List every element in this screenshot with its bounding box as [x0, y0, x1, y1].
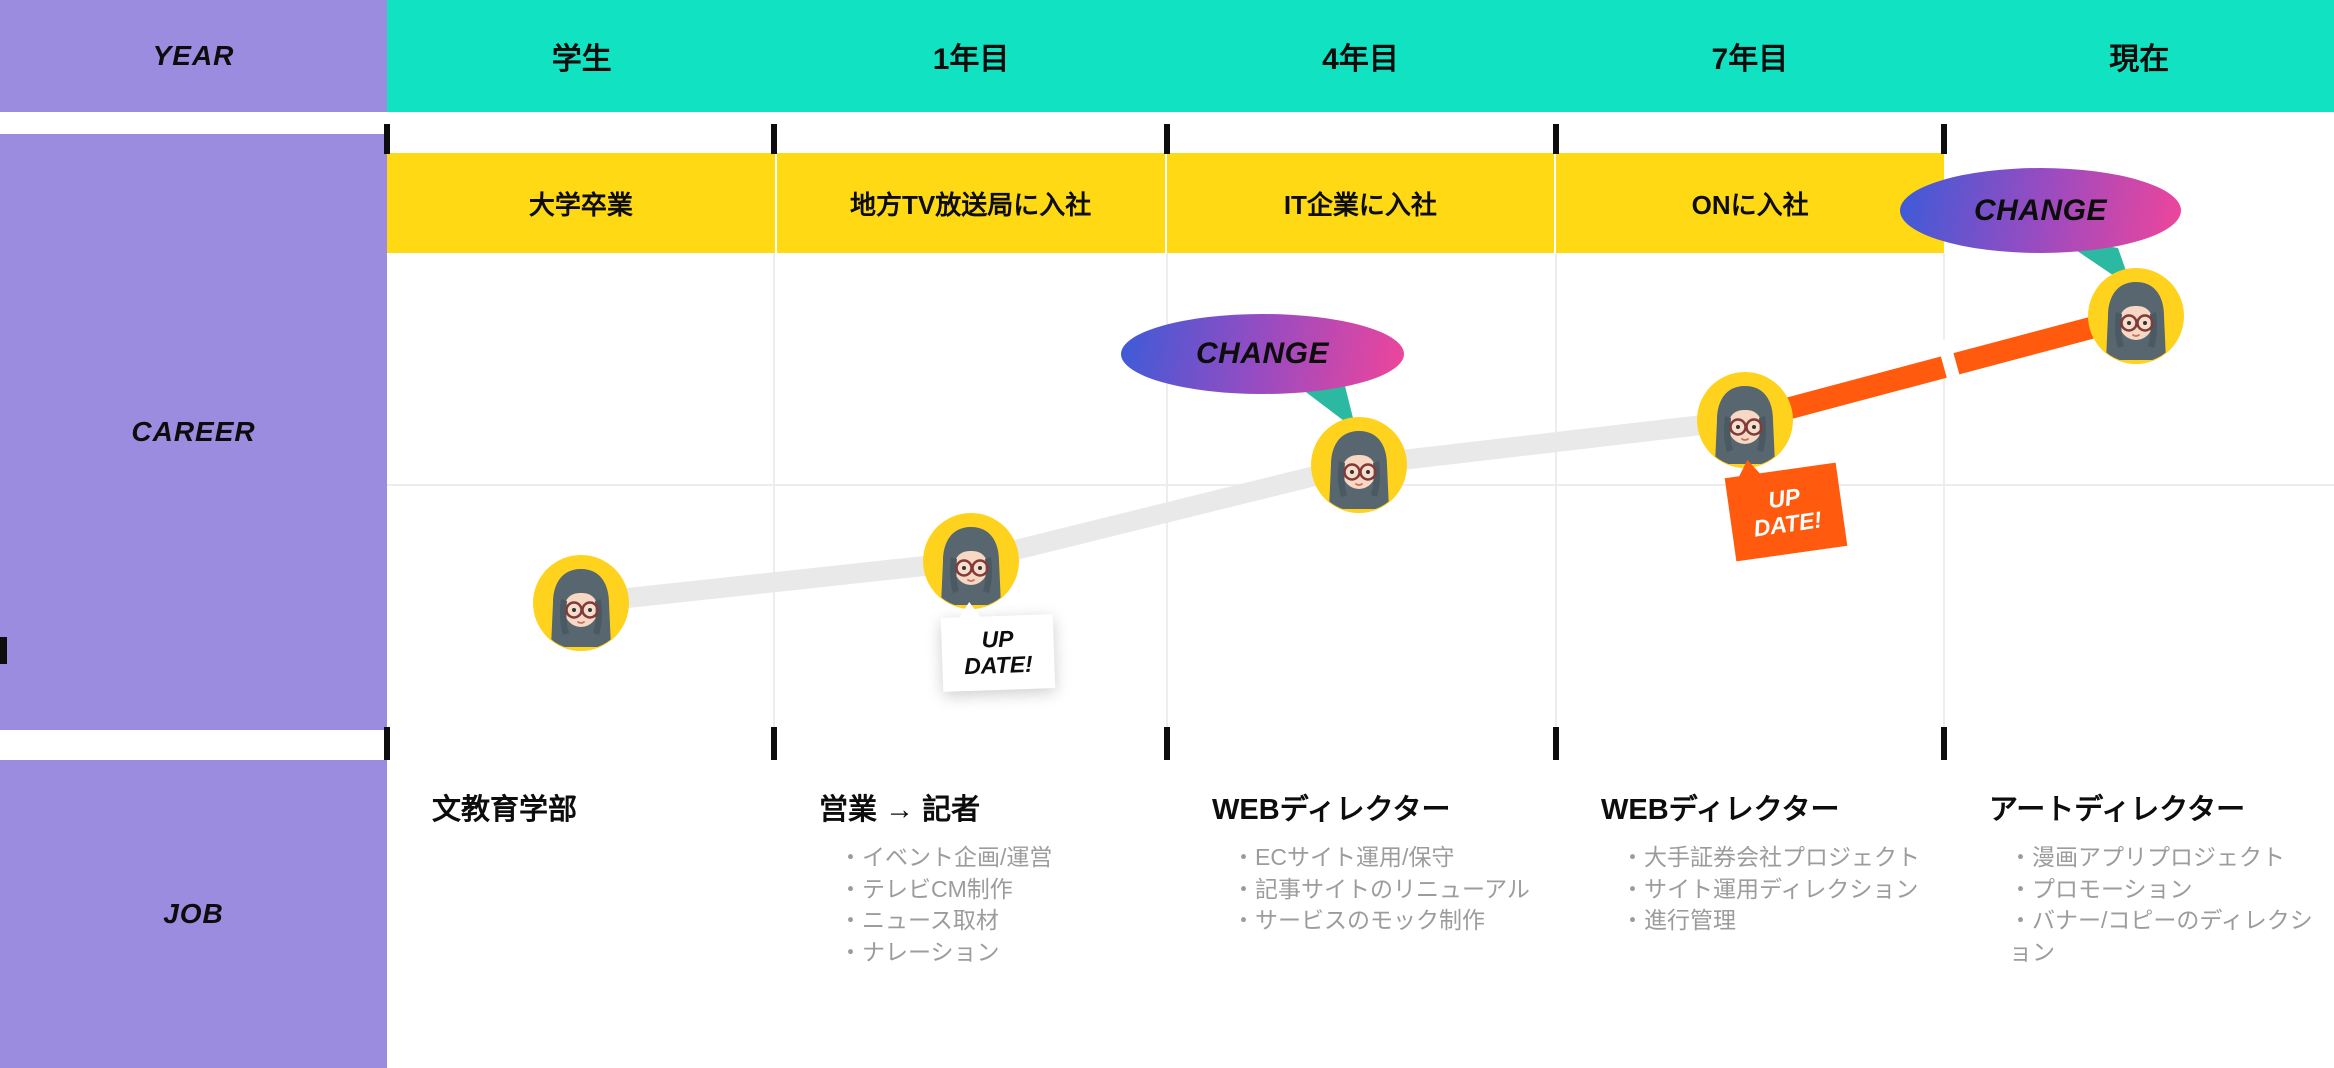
column-tick — [1553, 124, 1559, 154]
avatar-year1 — [923, 513, 1019, 609]
update-tag-line2: DATE! — [963, 650, 1034, 680]
job-bullet: ・サービスのモック制作 — [1232, 907, 1485, 934]
career-path-line — [571, 410, 1755, 613]
person-avatar-icon — [533, 555, 629, 651]
milestone-it-company: IT企業に入社 — [1166, 153, 1555, 253]
job-bullet: ・ナレーション — [839, 939, 1000, 966]
job-bullet: ・漫画アプリプロジェクト — [2009, 844, 2285, 870]
job-bullet: ・ECサイト運用/保守 — [1232, 844, 1455, 870]
job-title: アートディレクター — [1989, 794, 2246, 826]
column-tick — [1553, 727, 1559, 760]
avatar-student — [533, 555, 629, 651]
job-bullet-list: ・ECサイト運用/保守 ・記事サイトのリニューアル ・サービスのモック制作 — [1232, 842, 1555, 937]
milestone-row: 大学卒業 地方TV放送局に入社 IT企業に入社 ONに入社 — [387, 153, 1944, 253]
job-bullet-list: ・漫画アプリプロジェクト ・プロモーション ・バナー/コピーのディレクション — [2009, 842, 2332, 969]
job-title: 文教育学部 — [432, 794, 578, 826]
year-cell-student: 学生 — [551, 43, 612, 76]
tag-notch — [1736, 458, 1761, 478]
job-bullet-list: ・大手証券会社プロジェクト ・サイト運用ディレクション ・進行管理 — [1621, 842, 1944, 937]
person-avatar-icon — [1697, 372, 1793, 468]
job-cell-year7: WEBディレクター ・大手証券会社プロジェクト ・サイト運用ディレクション ・進… — [1556, 760, 1944, 1068]
column-tick — [384, 727, 390, 760]
update-tag-line1: UP — [981, 625, 1014, 653]
job-title: WEBディレクター — [1601, 794, 1840, 826]
year-cell-now: 現在 — [2109, 43, 2170, 76]
job-row-label: JOB — [0, 760, 387, 1068]
update-tag-year1: UP DATE! — [940, 601, 1056, 692]
update-tag-line2: DATE! — [1751, 506, 1824, 542]
job-bullet: ・進行管理 — [1621, 907, 1736, 934]
milestone-tv-station: 地方TV放送局に入社 — [776, 153, 1165, 253]
change-bubble-current: CHANGE — [1900, 168, 2181, 253]
avatar-current — [2088, 268, 2184, 364]
person-avatar-icon — [923, 513, 1019, 609]
grid-vline — [1555, 253, 1557, 730]
job-bullet: ・サイト運用ディレクション — [1621, 875, 1919, 902]
column-tick — [771, 727, 777, 760]
column-tick — [1941, 124, 1947, 154]
year-row-label: YEAR — [0, 0, 387, 112]
job-title: 営業 → 記者 — [819, 794, 981, 826]
job-bullet: ・バナー/コピーのディレクション — [2009, 907, 2313, 966]
tag-notch — [958, 601, 981, 619]
year-header-row: 学生 1年目 4年目 7年目 現在 — [387, 0, 2334, 112]
career-path-line-highlight — [1734, 305, 2147, 431]
change-bubble-year4: CHANGE — [1121, 314, 1404, 394]
job-bullet-list: ・イベント企画/運営 ・テレビCM制作 ・ニュース取材 ・ナレーション — [839, 842, 1162, 969]
grid-vline — [1943, 253, 1945, 730]
job-bullet: ・大手証券会社プロジェクト — [1621, 844, 1920, 870]
job-bullet: ・ニュース取材 — [839, 907, 999, 934]
person-avatar-icon — [1311, 417, 1407, 513]
job-title: WEBディレクター — [1212, 794, 1451, 826]
column-tick — [1164, 124, 1170, 154]
column-tick — [384, 124, 390, 154]
milestone-on: ONに入社 — [1556, 153, 1944, 253]
job-bullet: ・テレビCM制作 — [839, 875, 1013, 902]
column-tick — [1164, 727, 1170, 760]
avatar-year4 — [1311, 417, 1407, 513]
career-row-label: CAREER — [0, 134, 387, 730]
grid-vline — [773, 253, 775, 730]
avatar-year7 — [1697, 372, 1793, 468]
year-row-label-text: YEAR — [152, 40, 235, 71]
path-notch — [1936, 338, 1964, 392]
career-row-label-text: CAREER — [131, 416, 256, 447]
job-cell-year1: 営業 → 記者 ・イベント企画/運営 ・テレビCM制作 ・ニュース取材 ・ナレー… — [774, 760, 1162, 1068]
job-cell-current: アートディレクター ・漫画アプリプロジェクト ・プロモーション ・バナー/コピー… — [1944, 760, 2332, 1068]
update-tag-year7: UP DATE! — [1724, 458, 1848, 562]
job-bullet: ・イベント企画/運営 — [839, 844, 1053, 870]
column-tick — [1941, 727, 1947, 760]
job-row-label-text: JOB — [163, 898, 224, 929]
year-cell-year4: 4年目 — [1322, 43, 1399, 76]
column-tick — [771, 124, 777, 154]
job-cell-year4: WEBディレクター ・ECサイト運用/保守 ・記事サイトのリニューアル ・サービ… — [1167, 760, 1555, 1068]
left-edge-tick — [0, 637, 7, 664]
change-bubble-text: CHANGE — [1195, 337, 1329, 370]
person-avatar-icon — [2088, 268, 2184, 364]
job-bullet: ・プロモーション — [2009, 875, 2193, 902]
milestone-graduation: 大学卒業 — [387, 153, 775, 253]
change-bubble-text: CHANGE — [1973, 193, 2107, 227]
job-cell-student: 文教育学部 — [387, 760, 775, 1068]
year-cell-year1: 1年目 — [932, 43, 1010, 76]
job-bullet: ・記事サイトのリニューアル — [1232, 875, 1530, 902]
year-cell-year7: 7年目 — [1711, 43, 1789, 76]
